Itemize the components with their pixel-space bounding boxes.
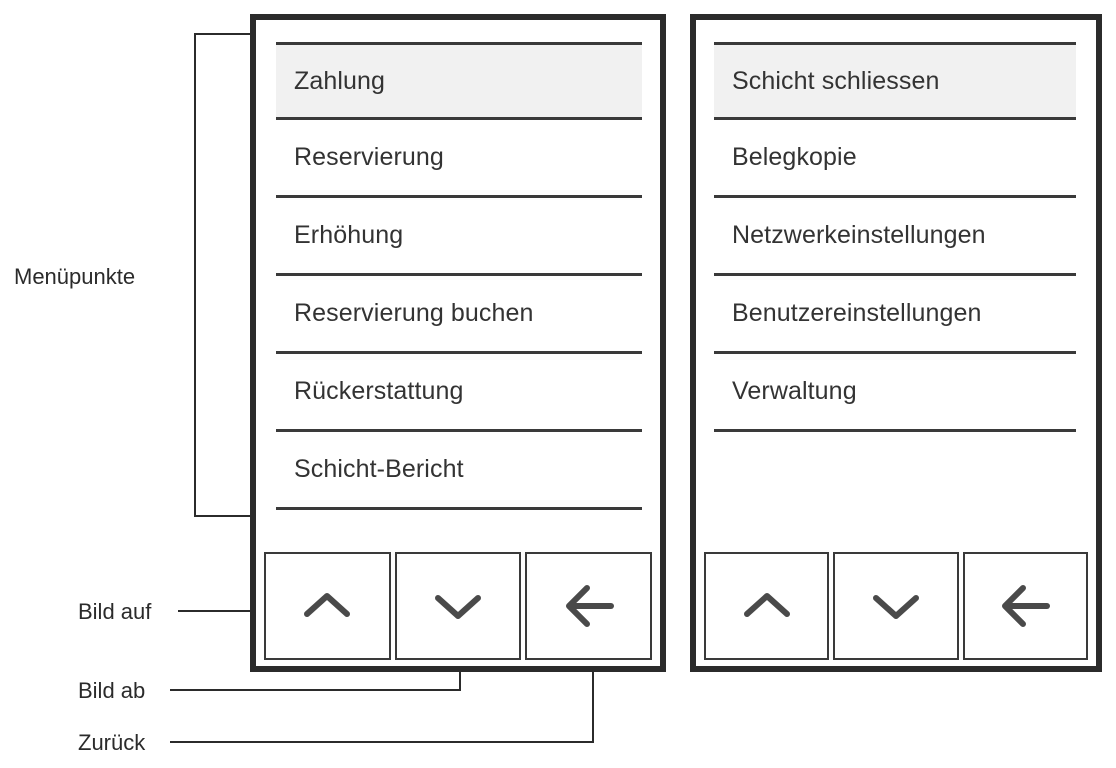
annotation-label-page-up: Bild auf: [78, 599, 152, 624]
chevron-up-icon: [299, 586, 355, 626]
chevron-up-icon: [739, 586, 795, 626]
right-button-row: [704, 552, 1088, 660]
chevron-down-icon: [868, 586, 924, 626]
page-up-button[interactable]: [264, 552, 391, 660]
right-terminal-panel: Schicht schliessen Belegkopie Netzwerkei…: [690, 14, 1102, 672]
back-leader-line: [170, 741, 594, 743]
menu-item-benutzereinstellungen[interactable]: Benutzereinstellungen: [714, 276, 1076, 354]
left-button-row: [264, 552, 653, 660]
menu-item-schicht-schliessen[interactable]: Schicht schliessen: [714, 42, 1076, 120]
annotation-label-page-down: Bild ab: [78, 678, 146, 703]
menu-item-erhoehung[interactable]: Erhöhung: [276, 198, 642, 276]
chevron-down-icon: [430, 586, 486, 626]
menu-item-label: Rückerstattung: [294, 377, 464, 405]
menu-items-bracket-spine: [194, 33, 196, 517]
menu-item-label: Verwaltung: [732, 377, 857, 405]
menu-item-label: Belegkopie: [732, 143, 857, 171]
menu-item-label: Netzwerkeinstellungen: [732, 221, 986, 249]
arrow-left-icon: [561, 578, 617, 634]
annotation-label-menu-items: Menüpunkte: [14, 264, 136, 289]
page-down-button[interactable]: [394, 552, 522, 660]
menu-items-bracket-bottom-arm: [194, 515, 252, 517]
page-up-leader-line: [178, 610, 254, 612]
menu-item-verwaltung[interactable]: Verwaltung: [714, 354, 1076, 432]
back-button[interactable]: [962, 552, 1088, 660]
page-up-button[interactable]: [704, 552, 830, 660]
menu-item-label: Reservierung: [294, 143, 444, 171]
arrow-left-icon: [997, 578, 1053, 634]
menu-items-bracket-top-arm: [194, 33, 252, 35]
right-menu-list: Schicht schliessen Belegkopie Netzwerkei…: [714, 42, 1076, 432]
left-menu-list: Zahlung Reservierung Erhöhung Reservieru…: [276, 42, 642, 510]
page-down-leader-line: [170, 689, 461, 691]
menu-item-schicht-bericht[interactable]: Schicht-Bericht: [276, 432, 642, 510]
menu-item-netzwerkeinstellungen[interactable]: Netzwerkeinstellungen: [714, 198, 1076, 276]
menu-item-zahlung[interactable]: Zahlung: [276, 42, 642, 120]
menu-item-label: Erhöhung: [294, 221, 404, 249]
menu-item-label: Reservierung buchen: [294, 299, 534, 327]
menu-item-label: Benutzereinstellungen: [732, 299, 982, 327]
back-button[interactable]: [525, 552, 653, 660]
annotation-label-back: Zurück: [78, 730, 146, 755]
left-terminal-panel: Zahlung Reservierung Erhöhung Reservieru…: [250, 14, 666, 672]
page-down-button[interactable]: [833, 552, 959, 660]
menu-item-label: Schicht-Bericht: [294, 455, 464, 483]
menu-item-rueckerstattung[interactable]: Rückerstattung: [276, 354, 642, 432]
menu-item-label: Schicht schliessen: [732, 66, 940, 95]
menu-item-reservierung[interactable]: Reservierung: [276, 120, 642, 198]
menu-item-belegkopie[interactable]: Belegkopie: [714, 120, 1076, 198]
menu-item-label: Zahlung: [294, 66, 386, 95]
back-leader-riser: [592, 672, 594, 743]
page-down-leader-riser: [459, 672, 461, 691]
menu-item-reservierung-buchen[interactable]: Reservierung buchen: [276, 276, 642, 354]
